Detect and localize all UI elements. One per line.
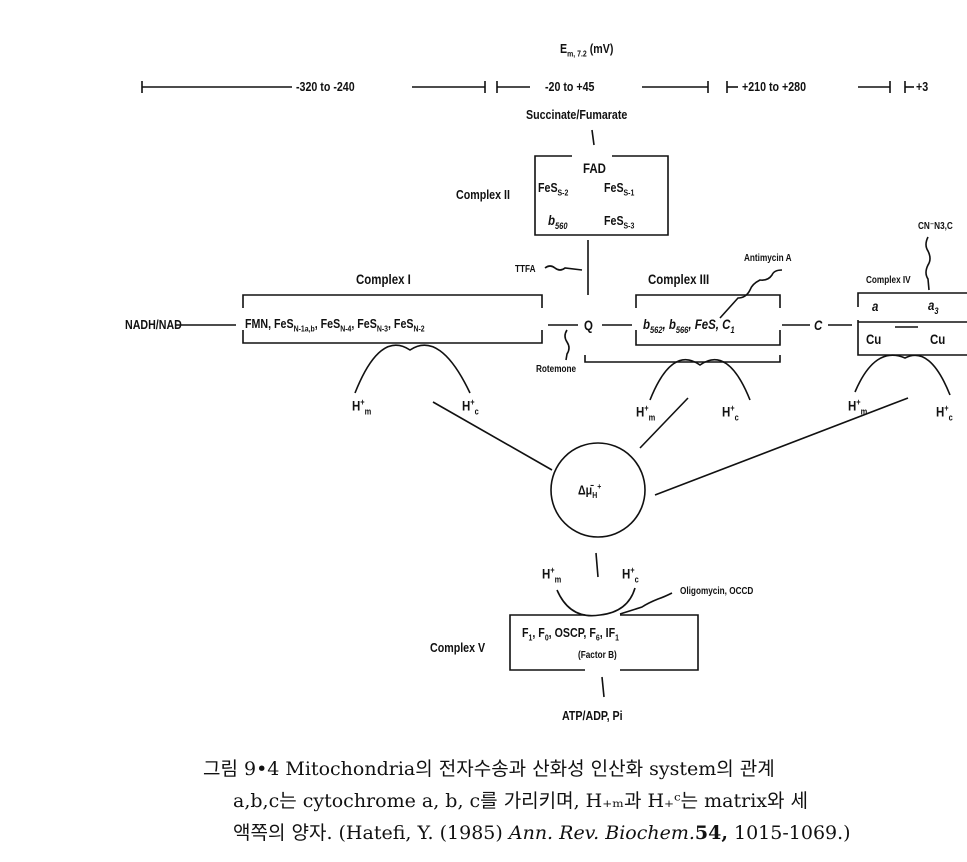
complex1-label: Complex I: [356, 271, 411, 287]
complex4-label: Complex IV: [866, 275, 911, 286]
ttfa-label: TTFA: [515, 264, 536, 275]
ubiquinone-q: Q: [584, 317, 593, 333]
rotenone-label: Rotemone: [536, 364, 577, 375]
complex4-inhibitor-label: CN⁻N3,C: [918, 221, 953, 232]
atp-label: ATP/ADP, Pi: [562, 708, 623, 723]
succinate-label: Succinate/Fumarate: [526, 107, 628, 122]
complex5-content: F1, F0, OSCP, F6, IF1: [522, 625, 619, 643]
proton-matrix: H+m: [542, 565, 562, 585]
complex2-box: [534, 155, 669, 236]
complex5-box: [509, 614, 699, 671]
oligomycin-inhibitor: [619, 592, 673, 615]
fes-s2: FeSS-2: [538, 180, 569, 198]
rotenone-inhibitor: [564, 329, 570, 361]
complex1-content: FMN, FeSN-1a,b, FeSN-4, FeSN-3, FeSN-2: [245, 316, 425, 334]
complex3-label: Complex III: [648, 271, 710, 287]
oligomycin-label: Oligomycin, OCCD: [680, 586, 754, 597]
fes-s1: FeSS-1: [604, 180, 635, 198]
caption-line-3: 액쪽의 양자. (Hatefi, Y. (1985) Ann. Rev. Bio…: [233, 822, 851, 844]
cu-b: Cu: [930, 331, 946, 347]
cytochrome-c: C: [814, 317, 823, 333]
complex3-box: [635, 294, 781, 346]
complex1-proton-arc: [354, 344, 471, 394]
complex3-proton-arc: [649, 358, 751, 401]
cu-a: Cu: [866, 331, 882, 347]
proton-cytosol: H+c: [722, 403, 739, 423]
proton-cytosol: H+c: [622, 565, 639, 585]
range-label: -320 to -240: [296, 79, 355, 94]
proton-matrix: H+m: [352, 397, 372, 417]
proton-cytosol: H+c: [936, 403, 953, 423]
cyt-a: a: [872, 298, 879, 314]
fad: FAD: [583, 160, 606, 176]
nadh-label: NADH/NAD: [125, 317, 182, 332]
caption-line-2: a,b,c는 cytochrome a, b, c를 가리키며, H₊ₘ과 H₊…: [233, 790, 809, 812]
b560: b560: [548, 212, 568, 231]
succinate-arrow: [591, 129, 595, 146]
complex4-box: [857, 292, 967, 356]
fes-s3: FeSS-3: [604, 213, 635, 231]
complex4-inhibitor: [925, 236, 931, 291]
antimycin-inhibitor: [719, 269, 783, 319]
complex4-proton-arc: [854, 354, 951, 396]
complex3-content: b562, b566, FeS, C1: [643, 316, 735, 335]
antimycin-label: Antimycin A: [744, 253, 792, 264]
caption-line-1: 그림 9•4 Mitochondria의 전자수송과 산화성 인산화 syste…: [203, 758, 775, 780]
factor-b: (Factor B): [578, 650, 617, 661]
cyt-a3: a3: [928, 297, 939, 316]
range-label: +3: [916, 79, 929, 94]
pmf-circle: [550, 442, 646, 538]
complex5-label: Complex V: [430, 640, 486, 655]
complex2-label: Complex II: [456, 187, 510, 202]
proton-cytosol: H+c: [462, 397, 479, 417]
proton-matrix: H+m: [848, 397, 868, 417]
potential-scale: [141, 81, 914, 93]
ttfa-inhibitor: [544, 265, 583, 271]
range-label: -20 to +45: [545, 79, 595, 94]
complex1-box: [242, 294, 543, 344]
complex5-proton-arc: [556, 587, 636, 617]
proton-matrix: H+m: [636, 403, 656, 423]
range-label: +210 to +280: [742, 79, 807, 94]
proton-motive-force: Δμ̄H+: [578, 481, 602, 500]
em-label: Em, 7.2 (mV): [560, 41, 614, 59]
